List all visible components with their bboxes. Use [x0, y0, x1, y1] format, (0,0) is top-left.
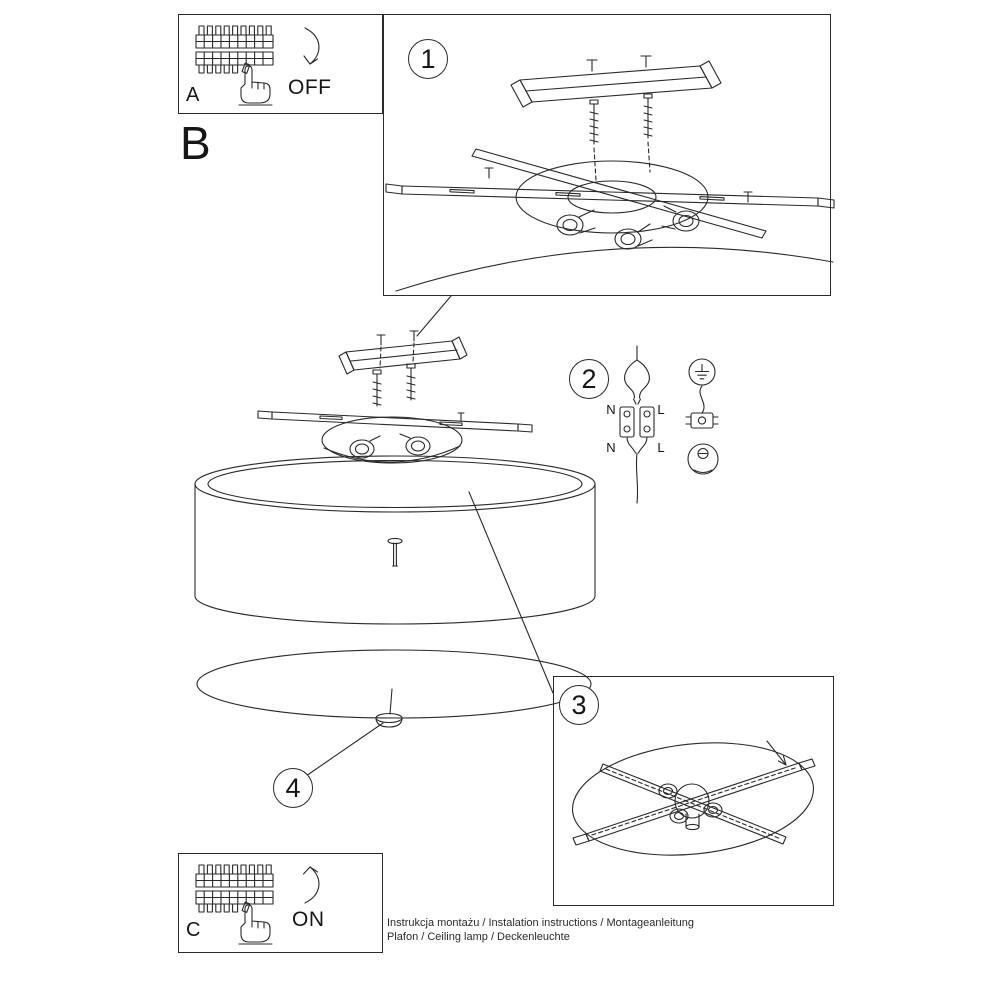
step1-frame — [383, 14, 831, 296]
terminal-block-drawing — [620, 407, 654, 437]
step-badge-4: 4 — [273, 768, 313, 808]
drum-shade-drawing — [195, 456, 595, 624]
leader-line-step3 — [469, 492, 553, 693]
diffuser-drawing — [197, 650, 591, 727]
breaker-panel-icon — [195, 864, 274, 913]
sockets-cluster-drawing — [659, 784, 722, 830]
exit-wires-drawing — [627, 437, 647, 503]
ceiling-bracket-drawing — [511, 56, 721, 107]
section-b-label: B — [180, 117, 211, 169]
footer-line-2: Plafon / Ceiling lamp / Deckenleuchte — [387, 930, 570, 943]
leader-line-step4 — [306, 723, 383, 776]
panel-c-frame — [178, 853, 383, 953]
canopy-and-sockets-drawing — [396, 161, 833, 291]
section-b-assembly-drawing — [195, 331, 595, 776]
direction-arrow-icon — [767, 741, 786, 765]
wire-label-n-bottom: N — [606, 440, 616, 455]
step1-exploded-view-drawing — [386, 56, 834, 291]
panel-a-frame — [178, 14, 383, 114]
cross-arms-drawing — [573, 759, 815, 845]
footer-line-1: Instrukcja montażu / Instalation instruc… — [387, 917, 694, 929]
step-badge-1: 1 — [408, 39, 448, 79]
mounting-screws-drawing — [590, 94, 652, 180]
wire-label-n-top: N — [606, 402, 616, 417]
step-number: 1 — [420, 43, 436, 74]
crossbar-drawing — [258, 411, 532, 432]
step-badge-2: 2 — [569, 359, 609, 399]
crossbar-drawing — [386, 149, 834, 238]
step-badge-3: 3 — [559, 685, 599, 725]
footer-text: Instrukcja montażu / Instalation instruc… — [387, 917, 694, 944]
step-number: 4 — [285, 772, 301, 803]
panel-a-state-label: OFF — [288, 76, 332, 99]
panel-c-label: C — [186, 919, 201, 941]
off-arrow-icon — [304, 28, 319, 64]
supply-wires-drawing — [625, 346, 650, 404]
step3-frame — [553, 676, 834, 906]
step3-underside-drawing — [567, 732, 819, 867]
wire-label-l-top: L — [657, 402, 665, 417]
breaker-panel-icon — [195, 25, 274, 74]
canopy-and-sockets-drawing — [322, 417, 462, 463]
panel-c-state-label: ON — [292, 908, 325, 931]
step-number: 2 — [581, 363, 597, 394]
ground-connector-drawing — [686, 386, 718, 474]
panel-a-label: A — [186, 84, 200, 106]
step-number: 3 — [571, 689, 587, 720]
ceiling-bracket-drawing — [339, 331, 467, 406]
on-arrow-icon — [304, 867, 319, 903]
earth-ground-icon — [689, 359, 715, 385]
leader-line-step1 — [417, 296, 451, 336]
step2-wiring-drawing — [620, 346, 718, 503]
wire-label-l-bottom: L — [657, 440, 665, 455]
